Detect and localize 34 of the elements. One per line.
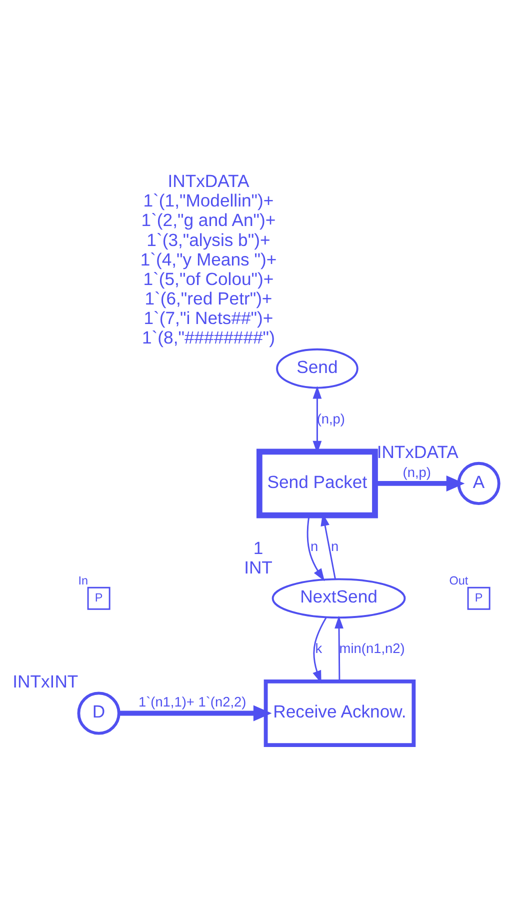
node-label: 1`(8,"########") (142, 328, 275, 348)
arrow (312, 617, 327, 684)
node-label: 1`(6,"red Petr")+ (144, 288, 272, 309)
node-label: Out (449, 574, 468, 588)
node-label: INT (244, 557, 272, 578)
edge-label: (n,p) (402, 464, 431, 480)
node-circle: D (77, 692, 120, 735)
arrow (118, 705, 272, 722)
node-label: INTxDATA (376, 442, 458, 462)
edge-label: k (315, 641, 322, 656)
edge-label: n (331, 538, 339, 554)
node-box: Send Packet (256, 448, 378, 518)
node-label: 1`(7,"i Nets##")+ (144, 308, 274, 328)
arrow (306, 516, 325, 582)
edge-label: n (310, 538, 318, 554)
node-ellipse: NextSend (272, 578, 406, 619)
node-box: P (87, 586, 110, 610)
node-ellipse: Send (276, 348, 358, 389)
edge-label: min(n1,n2) (339, 641, 405, 656)
arrow (334, 616, 344, 682)
node-label: INTxINT (12, 672, 78, 692)
node-box: P (467, 586, 490, 610)
node-circle: A (457, 462, 500, 506)
node-label: 1`(3,"alysis b")+ (146, 230, 270, 250)
node-label: 1 (253, 538, 264, 558)
node-label: In (78, 574, 88, 588)
node-box: Receive Acknow. (264, 679, 416, 748)
node-label: 1`(2,"g and An")+ (141, 210, 276, 230)
node-label: 1`(1,"Modellin")+ (143, 190, 274, 211)
edge-label: 1`(n1,1)+ 1`(n2,2) (138, 694, 246, 710)
node-label: 1`(5,"of Colou")+ (143, 268, 274, 289)
node-label: 1`(4,"y Means ")+ (140, 249, 277, 270)
node-label: INTxDATA (168, 171, 250, 192)
arrow (375, 475, 465, 492)
